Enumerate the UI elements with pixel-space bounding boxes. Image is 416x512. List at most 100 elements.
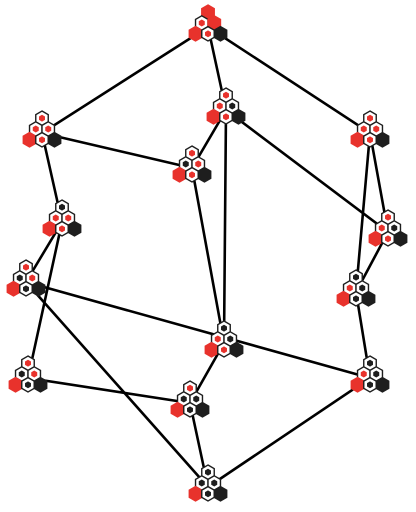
hex-core <box>367 136 373 144</box>
hex-core <box>221 324 227 332</box>
hex-core <box>29 274 36 282</box>
node-n4 <box>42 199 82 237</box>
hex-cell <box>195 401 210 418</box>
node-n11 <box>350 355 390 393</box>
hex-core <box>198 19 205 27</box>
hex-cell <box>8 376 23 393</box>
hex-core <box>187 406 193 414</box>
hex-core <box>216 102 223 110</box>
hex-core <box>193 395 200 403</box>
hex-core <box>360 370 367 378</box>
hex-core <box>211 479 218 487</box>
hex-core <box>59 225 65 233</box>
hex-core <box>25 381 31 389</box>
edge-n4-n8 <box>26 220 64 380</box>
hex-cell <box>361 290 376 307</box>
hex-cell <box>350 376 365 393</box>
hex-core <box>187 384 193 392</box>
hex-cell <box>229 341 244 358</box>
hex-cell <box>22 131 37 148</box>
hex-core <box>373 370 380 378</box>
hex-cell <box>188 25 203 42</box>
node-n9 <box>204 320 244 358</box>
edge-n3-n10 <box>354 131 372 294</box>
hex-cell <box>42 220 57 237</box>
hex-core <box>227 335 234 343</box>
edge-n0-n3 <box>206 25 372 135</box>
hex-core <box>59 203 65 211</box>
hex-core <box>391 224 398 232</box>
hex-core <box>223 91 229 99</box>
edge-n2-n5 <box>40 131 194 170</box>
hex-cell <box>172 166 187 183</box>
edge-n7-n11 <box>24 280 372 380</box>
edge-n0-n2 <box>40 25 210 135</box>
hex-core <box>385 235 391 243</box>
hex-core <box>23 285 29 293</box>
hex-core <box>18 370 25 378</box>
node-n5 <box>172 145 212 183</box>
hex-core <box>214 335 221 343</box>
hex-core <box>16 274 23 282</box>
hex-core <box>353 295 359 303</box>
hex-core <box>223 113 229 121</box>
hex-cell <box>213 25 228 42</box>
hex-cell <box>47 131 62 148</box>
hex-core <box>359 284 366 292</box>
node-n10 <box>336 269 376 307</box>
hex-core <box>360 125 367 133</box>
node-n13 <box>188 464 228 502</box>
hex-cell <box>67 220 82 237</box>
hex-core <box>23 263 29 271</box>
hex-cell <box>393 230 408 247</box>
hex-cell <box>231 108 246 125</box>
hex-core <box>189 149 195 157</box>
node-n8 <box>8 355 48 393</box>
hex-core <box>180 395 187 403</box>
hex-core <box>65 214 72 222</box>
hex-cell <box>375 376 390 393</box>
node-layer <box>6 4 408 502</box>
node-n2 <box>22 110 62 148</box>
hex-core <box>367 381 373 389</box>
hex-core <box>205 490 211 498</box>
hex-cell <box>350 131 365 148</box>
hex-core <box>45 125 52 133</box>
edge-n1-n6 <box>224 108 390 234</box>
hex-cell <box>197 166 212 183</box>
hex-core <box>198 479 205 487</box>
hex-core <box>189 171 195 179</box>
node-n12 <box>170 380 210 418</box>
hex-core <box>182 160 189 168</box>
edge-n5-n9 <box>190 166 226 345</box>
hex-core <box>52 214 59 222</box>
hex-core <box>385 213 391 221</box>
hex-cell <box>206 108 221 125</box>
hex-core <box>32 125 39 133</box>
edge-n8-n12 <box>26 376 192 405</box>
edge-layer <box>24 25 390 489</box>
hex-cell <box>204 341 219 358</box>
hex-core <box>367 359 373 367</box>
hex-core <box>367 114 373 122</box>
hex-cell <box>213 485 228 502</box>
hex-core <box>25 359 31 367</box>
node-n3 <box>350 110 390 148</box>
hex-cell <box>33 376 48 393</box>
hex-cell <box>31 280 46 297</box>
node-n1 <box>206 87 246 125</box>
edge-n11-n13 <box>206 376 372 489</box>
hex-cell <box>368 230 383 247</box>
hex-core <box>39 114 45 122</box>
hex-cell <box>6 280 21 297</box>
hex-core <box>205 30 211 38</box>
hex-cell <box>336 290 351 307</box>
hex-core <box>195 160 202 168</box>
hex-core <box>346 284 353 292</box>
edge-n1-n9 <box>222 108 228 345</box>
node-n7 <box>6 259 46 297</box>
hex-cell <box>188 485 203 502</box>
hex-core <box>373 125 380 133</box>
